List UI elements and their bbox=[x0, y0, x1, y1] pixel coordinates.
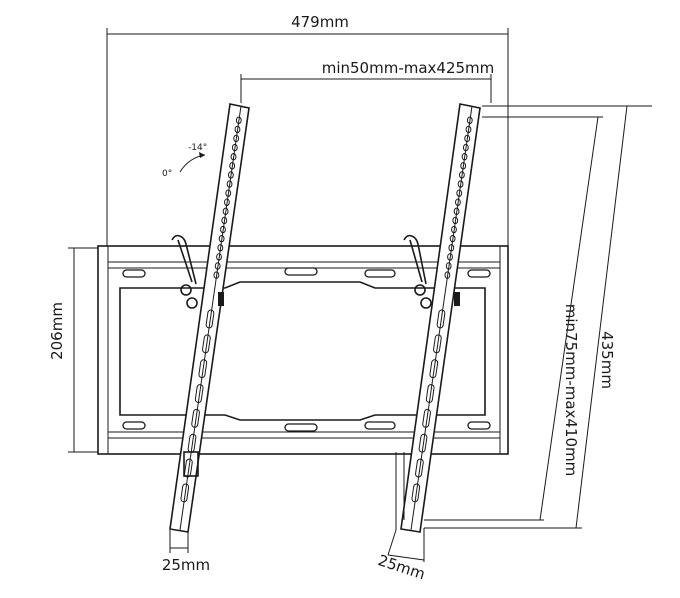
arm-slot bbox=[194, 384, 204, 403]
arm-hole bbox=[221, 216, 228, 225]
arm-slot bbox=[205, 309, 215, 329]
arm-hole bbox=[216, 253, 222, 261]
arm-slot bbox=[415, 458, 424, 478]
arm-slot bbox=[411, 483, 421, 503]
tilt-zero-label: 0° bbox=[162, 169, 172, 179]
arm-slot bbox=[191, 408, 200, 428]
arm-slot bbox=[184, 458, 193, 478]
right-tilt-arm bbox=[395, 103, 481, 533]
arm-width-side-label: 25mm bbox=[376, 551, 428, 583]
width-dimension: 479mm bbox=[106, 13, 509, 248]
width-label: 479mm bbox=[291, 13, 349, 31]
arm-hole bbox=[461, 153, 468, 161]
arm-hole bbox=[225, 189, 232, 197]
arm-slot bbox=[180, 483, 190, 503]
arm-hole bbox=[449, 234, 456, 243]
arm-width-side-dimension: 25mm bbox=[376, 528, 428, 583]
plate-height-dimension: 206mm bbox=[48, 247, 107, 453]
arm-hole bbox=[460, 162, 467, 170]
arm-hole bbox=[453, 207, 460, 216]
tilt-max-label: -14° bbox=[188, 143, 207, 153]
arm-hole bbox=[224, 198, 230, 206]
arm-hole bbox=[229, 162, 236, 170]
arm-hole bbox=[462, 143, 469, 152]
arm-hole bbox=[465, 125, 472, 134]
arm-hole bbox=[466, 116, 473, 124]
arm-hole bbox=[220, 225, 226, 234]
arm-hole bbox=[226, 180, 233, 188]
arm-hole bbox=[448, 244, 455, 252]
arm-width-front-dimension: 25mm bbox=[162, 530, 210, 574]
arm-slot bbox=[425, 384, 435, 403]
arm-hole bbox=[235, 116, 242, 124]
vesa-horizontal-label: min50mm-max425mm bbox=[322, 59, 495, 77]
vesa-vertical-dimension: min75mm-max410mm bbox=[424, 116, 603, 521]
arm-hole bbox=[455, 198, 461, 206]
arm-hole bbox=[457, 180, 464, 188]
arm-slot bbox=[436, 309, 446, 329]
arm-hole bbox=[222, 207, 229, 216]
arm-hole bbox=[458, 171, 465, 179]
right-arm-holes bbox=[411, 116, 473, 503]
arm-hole bbox=[233, 134, 240, 143]
left-tilt-arm bbox=[169, 103, 250, 533]
arm-slot bbox=[202, 334, 211, 354]
arm-hole bbox=[218, 234, 225, 243]
arm-hole bbox=[452, 216, 459, 225]
arm-hole bbox=[214, 262, 221, 270]
arm-slot bbox=[198, 359, 208, 379]
arm-slot bbox=[422, 408, 431, 428]
arm-hole bbox=[444, 271, 451, 279]
total-height-dimension: 435mm bbox=[424, 105, 652, 529]
tilt-angle-indicator: -14° 0° bbox=[162, 143, 207, 179]
arm-hole bbox=[451, 225, 457, 234]
arm-hole bbox=[231, 143, 238, 152]
arm-width-front-label: 25mm bbox=[162, 556, 210, 574]
arm-hole bbox=[217, 244, 224, 252]
arm-hole bbox=[213, 271, 220, 279]
arm-hole bbox=[447, 253, 453, 261]
vesa-vertical-label: min75mm-max410mm bbox=[562, 304, 580, 477]
arm-hole bbox=[445, 262, 452, 270]
arm-hole bbox=[464, 134, 471, 143]
arm-hole bbox=[234, 125, 241, 134]
arm-slot bbox=[433, 334, 442, 354]
plate-height-label: 206mm bbox=[48, 302, 66, 360]
total-height-label: 435mm bbox=[598, 331, 616, 389]
arm-hole bbox=[456, 189, 463, 197]
vesa-horizontal-dimension: min50mm-max425mm bbox=[240, 59, 495, 103]
arm-slot bbox=[418, 433, 428, 453]
arm-hole bbox=[227, 171, 234, 179]
arm-hole bbox=[230, 153, 237, 161]
arm-slot bbox=[429, 359, 439, 379]
